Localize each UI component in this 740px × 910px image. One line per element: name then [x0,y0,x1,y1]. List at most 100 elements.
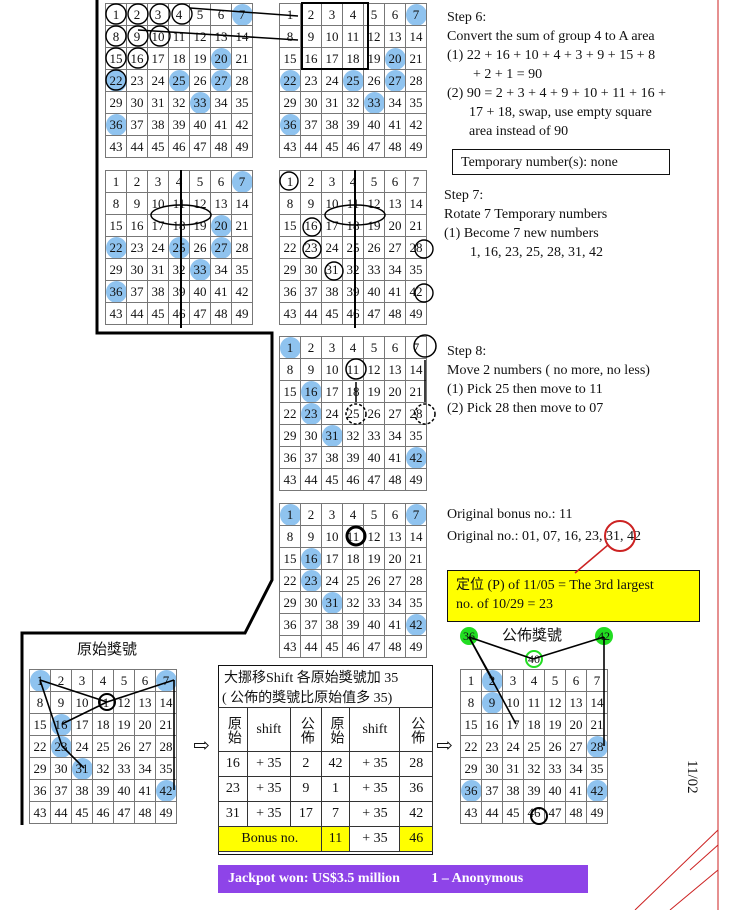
grid-cell: 48 [210,302,232,325]
step6-item2c: area instead of 90 [469,124,569,139]
grid-cell: 27 [134,735,156,758]
grid-cell: 26 [363,402,385,425]
grid-cell: 39 [342,113,364,136]
grid-cell: 28 [405,569,427,592]
grid-cell: 5 [189,170,211,193]
grid-cell: 48 [210,135,232,158]
grid-cell: 48 [134,801,156,824]
grid-cell: 15 [460,713,482,736]
grid-cell: 33 [363,91,385,114]
grid-cell: 36 [105,113,127,136]
grid-cell: 6 [384,170,406,193]
grid-cell: 45 [321,135,343,158]
grid-cell: 11 [168,192,190,215]
grid-cell: 47 [189,302,211,325]
grid-cell: 9 [300,525,322,548]
grid-cell: 11 [168,25,190,48]
grid-cell: 22 [279,569,301,592]
grid-cell: 9 [126,192,148,215]
grid-cell: 25 [342,402,364,425]
grid-cell: 6 [565,669,587,692]
grid-cell: 2 [300,170,322,193]
grid-cell: 17 [321,380,343,403]
grid-cell: 5 [544,669,566,692]
grid-cell: 15 [279,547,301,570]
grid-cell: 17 [321,214,343,237]
grid-cell: 31 [321,424,343,447]
grid-cell: 42 [586,779,608,802]
grid-cell: 26 [113,735,135,758]
grid-cell: 17 [147,214,169,237]
grid-cell: 46 [168,135,190,158]
step6-item1b: + 2 + 1 = 90 [473,67,543,82]
grid-cell: 23 [300,402,322,425]
shift-cell: 9 [290,776,322,802]
grid-cell: 25 [523,735,545,758]
temporary-numbers-text: Temporary number(s): none [461,155,618,170]
grid-cell: 43 [279,135,301,158]
grid-cell: 33 [113,757,135,780]
grid-cell: 14 [405,358,427,381]
grid-cell: 21 [155,713,177,736]
shift-header-shift-2: shift [349,707,401,752]
grid-cell: 44 [126,135,148,158]
grid-cell: 16 [300,214,322,237]
grid-cell: 46 [342,468,364,491]
grid-cell: 42 [231,280,253,303]
grid-cell: 33 [189,91,211,114]
grid-cell: 32 [168,258,190,281]
grid-cell: 22 [460,735,482,758]
grid-cell: 24 [71,735,93,758]
grid-cell: 38 [147,280,169,303]
jackpot-banner: Jackpot won: US$3.5 million 1 – Anonymou… [218,865,588,893]
grid-cell: 44 [300,135,322,158]
grid-cell: 13 [134,691,156,714]
grid-cell: 21 [405,214,427,237]
grid-cell: 4 [342,336,364,359]
grid-cell: 30 [300,91,322,114]
grid-cell: 9 [300,25,322,48]
grid-cell: 35 [231,91,253,114]
grid-cell: 14 [405,25,427,48]
grid-cell: 37 [126,113,148,136]
grid-cell: 20 [384,214,406,237]
grid-cell: 24 [147,69,169,92]
grid-cell: 48 [384,635,406,658]
step6-item2a: (2) 90 = 2 + 3 + 4 + 9 + 10 + 11 + 16 + [447,86,666,101]
grid-cell: 33 [363,591,385,614]
step7-block: Step 7: Rotate 7 Temporary numbers (1) B… [444,186,714,262]
grid-cell: 10 [71,691,93,714]
grid-cell: 49 [405,135,427,158]
grid-cell: 21 [231,214,253,237]
grid-cell: 5 [363,170,385,193]
grid-cell: 45 [147,135,169,158]
grid-cell: 41 [384,613,406,636]
grid-cell: 27 [384,569,406,592]
grid-cell: 25 [92,735,114,758]
grid-cell: 12 [544,691,566,714]
grid-cell: 10 [147,25,169,48]
grid-cell: 15 [279,214,301,237]
step8-item1: (1) Pick 25 then move to 11 [447,382,603,397]
grid-cell: 16 [50,713,72,736]
grid-cell: 28 [231,236,253,259]
grid-cell: 31 [502,757,524,780]
